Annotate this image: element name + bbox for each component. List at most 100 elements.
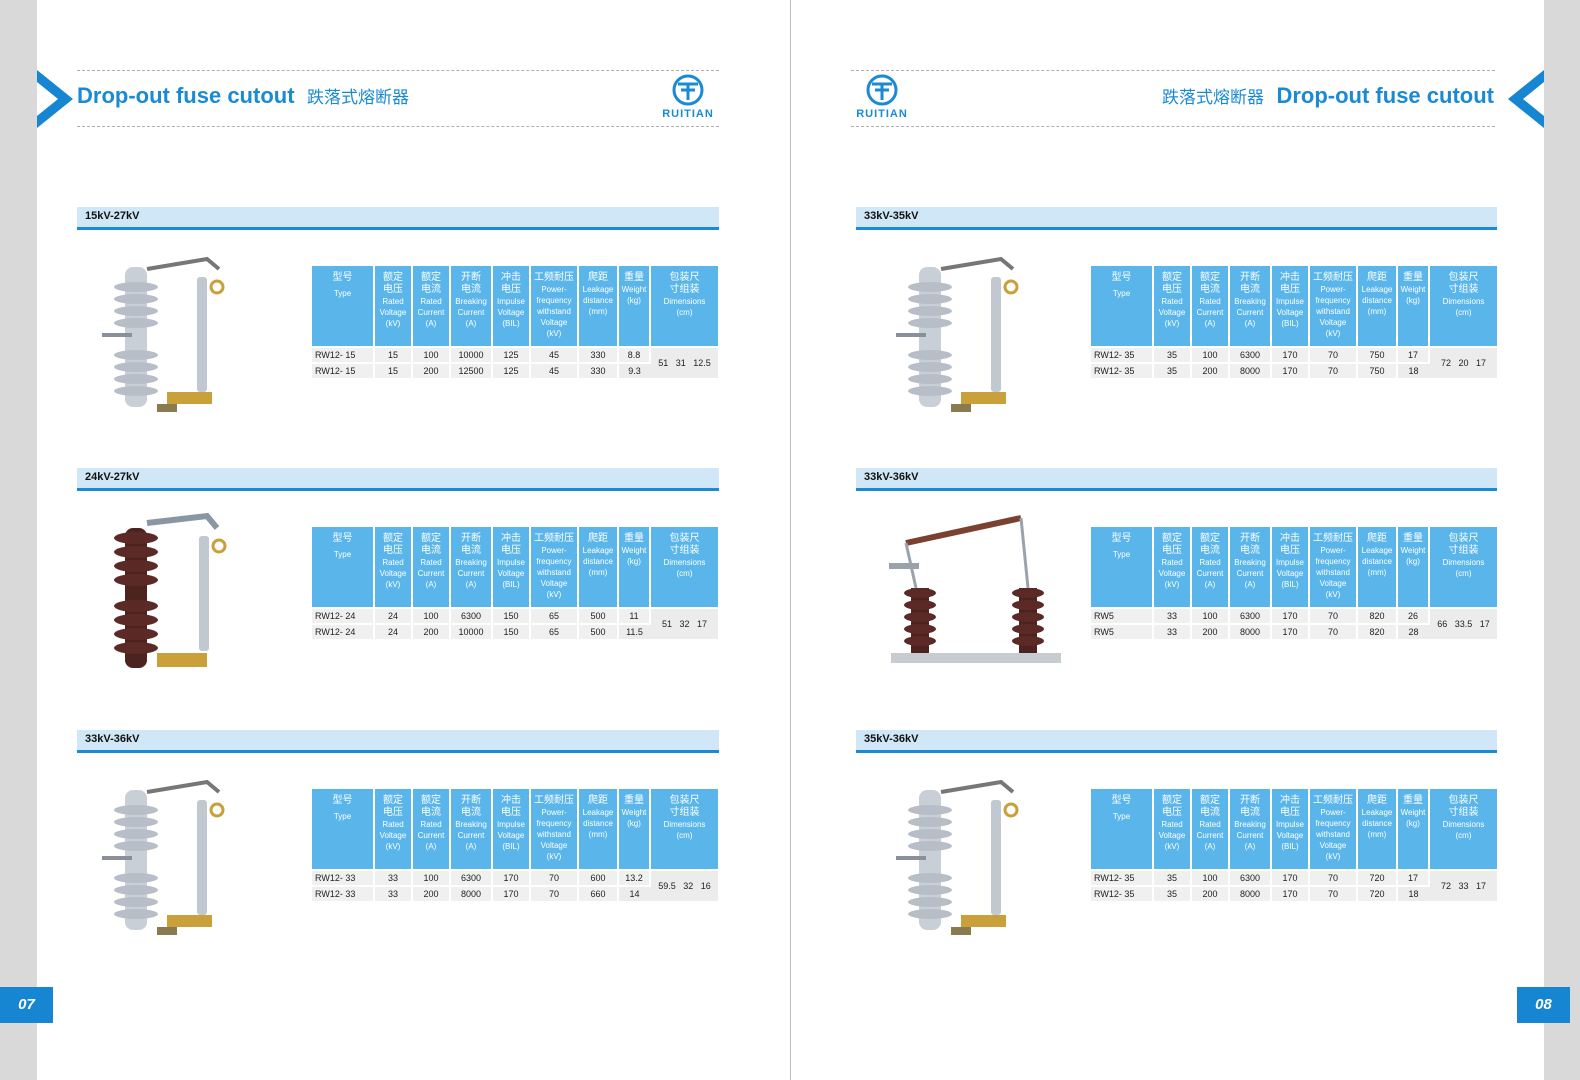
dimensions-cell: 51 32 17 bbox=[650, 607, 718, 639]
column-header-en: Weight (kg) bbox=[621, 808, 647, 828]
table-cell: 70 bbox=[1309, 885, 1358, 901]
column-header-en: Type bbox=[1112, 289, 1131, 298]
ruitian-logo-icon bbox=[672, 74, 704, 106]
table-cell: 8000 bbox=[1229, 885, 1272, 901]
table-cell: 17 bbox=[1397, 346, 1430, 363]
table-cell: 17 bbox=[1397, 869, 1430, 886]
column-header-en: Dimensions (cm) bbox=[663, 820, 706, 840]
header-rule-top bbox=[77, 70, 719, 71]
column-header-en: Type bbox=[1112, 812, 1131, 821]
table-cell: 11 bbox=[618, 607, 651, 624]
column-header-en: Rated Current (A) bbox=[1196, 558, 1224, 589]
table-cell: 12500 bbox=[450, 362, 493, 378]
table-cell: 750 bbox=[1357, 346, 1398, 363]
column-header-en: Leakage distance (mm) bbox=[1361, 808, 1393, 839]
table-cell: 500 bbox=[578, 623, 619, 639]
column-header-en: Impulse Voltage (BIL) bbox=[1275, 820, 1304, 851]
dimensions-cell: 59.5 32 16 bbox=[650, 869, 718, 901]
column-header-cn: 冲击 电压 bbox=[1280, 533, 1300, 556]
column-header-en: Power- frequency withstand Voltage (kV) bbox=[1315, 808, 1351, 861]
table-cell: 35 bbox=[1153, 346, 1192, 363]
product-photo bbox=[881, 508, 1061, 673]
column-header-en: Power- frequency withstand Voltage (kV) bbox=[536, 546, 572, 599]
section-title: 24kV-27kV bbox=[85, 471, 140, 483]
column-header-en: Type bbox=[333, 289, 352, 298]
column-header-cn: 冲击 电压 bbox=[1280, 795, 1300, 818]
dimensions-cell: 66 33.5 17 bbox=[1429, 607, 1497, 639]
table-cell: 100 bbox=[412, 869, 451, 886]
table-cell: 720 bbox=[1357, 885, 1398, 901]
column-header-cn: 额定 电压 bbox=[1162, 795, 1182, 818]
column-header-en: Dimensions (cm) bbox=[663, 297, 706, 317]
header-rule-top bbox=[851, 70, 1495, 71]
ruitian-logo: RUITIAN bbox=[653, 74, 723, 120]
table-cell: RW12- 35 bbox=[1091, 885, 1154, 901]
table-cell: 750 bbox=[1357, 362, 1398, 378]
table-cell: 35 bbox=[1153, 362, 1192, 378]
table-cell: 330 bbox=[578, 362, 619, 378]
table-cell: RW12- 33 bbox=[312, 885, 375, 901]
table-cell: 100 bbox=[412, 346, 451, 363]
column-header-cn: 爬距 bbox=[588, 795, 608, 806]
column-header-en: Leakage distance (mm) bbox=[1361, 285, 1393, 316]
column-header-cn: 工频耐压 bbox=[534, 533, 574, 544]
column-header-en: Rated Current (A) bbox=[417, 820, 445, 851]
table-cell: 170 bbox=[1271, 885, 1310, 901]
table-cell: 45 bbox=[530, 346, 579, 363]
table-cell: 70 bbox=[1309, 869, 1358, 886]
table-cell: 820 bbox=[1357, 623, 1398, 639]
column-header-en: Power- frequency withstand Voltage (kV) bbox=[1315, 546, 1351, 599]
table-cell: 70 bbox=[530, 885, 579, 901]
table-cell: 33 bbox=[374, 869, 413, 886]
column-header-en: Type bbox=[1112, 550, 1131, 559]
table-cell: RW12- 35 bbox=[1091, 346, 1154, 363]
table-cell: 14 bbox=[618, 885, 650, 901]
table-cell: RW12- 35 bbox=[1091, 869, 1154, 886]
column-header-cn: 包装尺 寸组装 bbox=[669, 533, 700, 556]
column-header-cn: 额定 电流 bbox=[421, 272, 441, 295]
table-cell: 200 bbox=[412, 623, 451, 639]
column-header-en: Breaking Current (A) bbox=[1234, 297, 1266, 328]
table-cell: 24 bbox=[374, 623, 413, 639]
table-cell: 70 bbox=[1309, 607, 1358, 624]
column-header-cn: 型号 bbox=[332, 795, 353, 806]
table-cell: 170 bbox=[1271, 869, 1310, 886]
table-cell: 6300 bbox=[450, 869, 493, 886]
product-photo bbox=[97, 247, 237, 427]
table-cell: 125 bbox=[492, 362, 531, 378]
table-cell: 6300 bbox=[1229, 869, 1272, 886]
title-cn: 跌落式熔断器 bbox=[1162, 88, 1265, 107]
column-header-en: Type bbox=[333, 550, 352, 559]
column-header-en: Rated Voltage (kV) bbox=[379, 558, 407, 589]
column-header-en: Dimensions (cm) bbox=[663, 558, 706, 578]
column-header-en: Dimensions (cm) bbox=[1442, 820, 1485, 840]
column-header-en: Rated Current (A) bbox=[417, 297, 445, 328]
